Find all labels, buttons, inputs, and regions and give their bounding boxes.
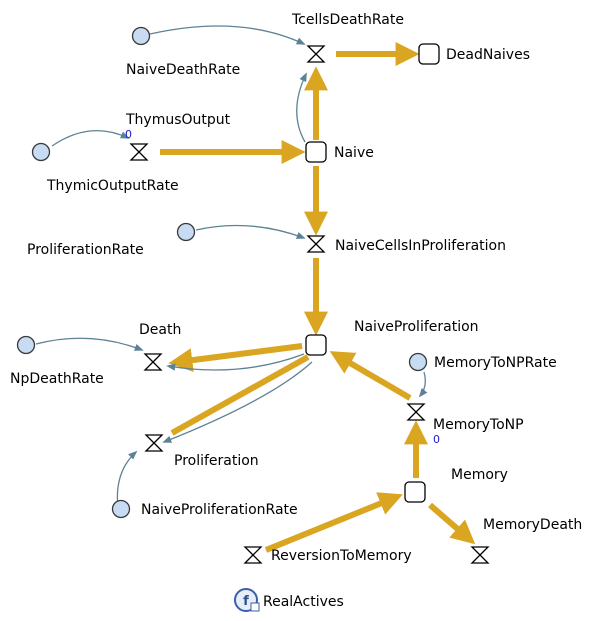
label-memory: Memory [451,467,508,483]
valve-reversiontomemory-icon[interactable] [244,546,262,564]
link-naivedeathrate-to-tcellsdeath [149,25,306,45]
label-proliferation: Proliferation [174,453,259,469]
valve-memorydeath-icon[interactable] [471,546,489,564]
function-realactives[interactable]: f [234,588,260,612]
parameter-naiveproliferationrate-icon[interactable] [111,499,131,519]
value-memorytonp: 0 [433,433,440,446]
link-naiveprolrate-to-proliferation [116,450,138,509]
function-glyph: f [243,594,249,609]
valve-proliferation-icon[interactable] [145,434,163,452]
label-npdeathrate: NpDeathRate [10,371,104,387]
valve-death-icon[interactable] [144,353,162,371]
valve-thymusoutput-icon[interactable] [130,143,148,161]
value-thymusoutput: 0 [125,128,132,141]
label-naive: Naive [334,145,374,161]
label-reversiontomemory: ReversionToMemory [271,548,412,564]
parameters [16,26,428,519]
label-memorytonprate: MemoryToNPRate [434,355,557,371]
labels: TcellsDeathRate DeadNaives NaiveDeathRat… [10,12,582,610]
flow-np-to-death [168,343,303,373]
stock-memory-icon[interactable] [404,481,426,503]
label-memorytonp: MemoryToNP [433,417,524,433]
label-naivedeathrate: NaiveDeathRate [126,62,240,78]
label-naiveproliferationrate: NaiveProliferationRate [141,502,298,518]
valve-naivecellsinproliferation-icon[interactable] [307,235,325,253]
label-memorydeath: MemoryDeath [483,517,582,533]
stocks [305,43,440,503]
link-memorytonprate-to-memorytonp [418,371,428,398]
flow-memorytonp-to-np [329,351,412,401]
label-thymusoutput: ThymusOutput [125,112,231,128]
link-naive-to-tcellsdeath [296,72,307,143]
valve-memorytonp-icon[interactable] [407,403,425,421]
link-np-to-proliferation [162,361,313,443]
label-realactives: RealActives [263,594,344,610]
influence-links [35,25,428,509]
parameter-thymicoutputrate-icon[interactable] [31,142,51,162]
stock-naive-icon[interactable] [305,141,327,163]
link-thymicoutputrate-to-thymus [51,129,130,147]
parameter-npdeathrate-icon[interactable] [16,335,36,355]
label-naivecellsinproliferation: NaiveCellsInProliferation [335,238,506,254]
label-tcellsdeathrate: TcellsDeathRate [291,12,404,28]
stock-naiveproliferation-icon[interactable] [305,334,327,356]
function-badge [250,602,260,612]
label-naiveproliferation: NaiveProliferation [354,319,479,335]
link-proliferationrate-to-valve [195,224,306,239]
valve-tcellsdeathrate-icon[interactable] [307,45,325,63]
label-deadnaives: DeadNaives [446,47,530,63]
label-thymicoutputrate: ThymicOutputRate [46,178,179,194]
link-np-to-death [166,353,305,371]
flow-arrows [160,42,476,553]
parameter-memorytonprate-icon[interactable] [408,352,428,372]
link-npdeathrate-to-death [35,337,144,351]
flow-np-to-proliferation [170,354,310,436]
parameter-proliferationrate-icon[interactable] [176,222,196,242]
label-proliferationrate: ProliferationRate [27,242,144,258]
label-death: Death [139,322,181,338]
flow-reversion-to-memory [264,492,403,553]
stock-deadnaives-icon[interactable] [418,43,440,65]
parameter-naivedeathrate-icon[interactable] [131,26,151,46]
flow-memory-to-memorydeath [428,502,476,545]
